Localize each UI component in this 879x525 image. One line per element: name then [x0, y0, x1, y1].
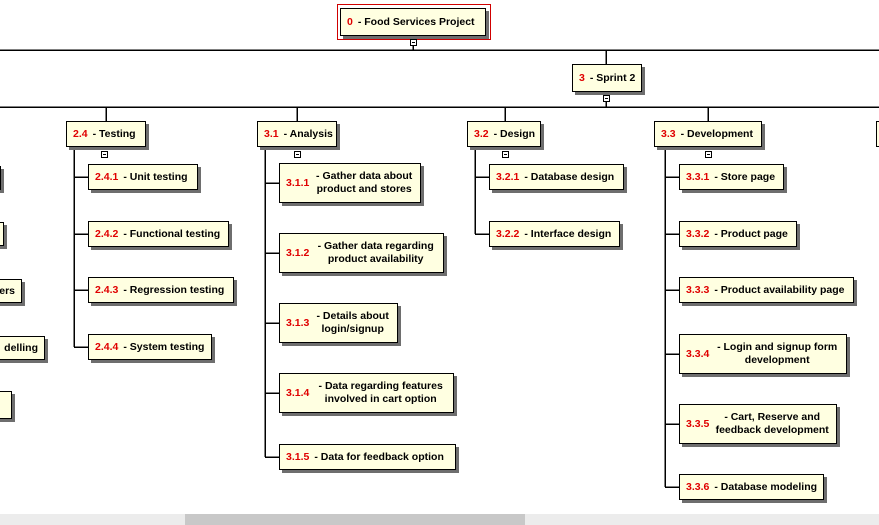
- node-label: - Development: [680, 127, 753, 140]
- node-number: 3.2.2: [496, 227, 520, 240]
- task-node-2-4-1[interactable]: 2.4.1 - Unit testing: [88, 164, 198, 190]
- node-number: 3: [579, 71, 585, 84]
- design-node[interactable]: 3.2 - Design: [467, 121, 541, 147]
- node-number: 2.4.4: [95, 340, 119, 353]
- node-label: - Unit testing: [123, 170, 188, 183]
- node-label: - Gather data regarding product availabi…: [317, 240, 434, 265]
- partial-node[interactable]: ffers: [0, 279, 22, 303]
- node-number: 3.2.1: [496, 170, 520, 183]
- collapse-icon[interactable]: [603, 95, 610, 102]
- node-label: - Cart, Reserve and feedback development: [715, 411, 829, 436]
- node-label: - Product page: [714, 227, 788, 240]
- task-node-3-3-3[interactable]: 3.3.3 - Product availability page: [679, 277, 854, 303]
- sprint-node[interactable]: 3 - Sprint 2: [572, 64, 642, 92]
- node-number: 3.1: [264, 127, 279, 140]
- task-node-3-2-2[interactable]: 3.2.2 - Interface design: [489, 221, 620, 247]
- task-node-2-4-4[interactable]: 2.4.4 - System testing: [88, 334, 212, 360]
- node-number: 2.4.2: [95, 227, 119, 240]
- task-node-3-3-1[interactable]: 3.3.1 - Store page: [679, 164, 784, 190]
- node-label: - Gather data about product and stores: [316, 170, 413, 195]
- partial-node[interactable]: e: [0, 222, 4, 246]
- development-node[interactable]: 3.3 - Development: [654, 121, 762, 147]
- node-label: - Login and signup form development: [717, 341, 838, 366]
- task-node-3-3-6[interactable]: 3.3.6 - Database modeling: [679, 474, 824, 500]
- collapse-icon[interactable]: [705, 151, 712, 158]
- node-number: 3.1.3: [286, 316, 310, 329]
- collapse-icon[interactable]: [410, 39, 417, 46]
- node-label: - Food Services Project: [357, 15, 475, 28]
- scrollbar-thumb[interactable]: [185, 514, 525, 525]
- node-label: - Sprint 2: [589, 71, 636, 84]
- node-label: - Store page: [714, 170, 776, 183]
- task-node-3-3-2[interactable]: 3.3.2 - Product page: [679, 221, 797, 247]
- collapse-icon[interactable]: [294, 151, 301, 158]
- node-number: 3.2: [474, 127, 489, 140]
- task-node-3-3-5[interactable]: 3.3.5 - Cart, Reserve and feedback devel…: [679, 404, 837, 444]
- node-number: 3.3.2: [686, 227, 710, 240]
- node-number: 3.3.5: [686, 417, 710, 430]
- node-label: - Analysis: [283, 127, 333, 140]
- node-number: 3.1.4: [286, 386, 310, 399]
- node-number: 3.1.5: [286, 450, 310, 463]
- collapse-icon[interactable]: [502, 151, 509, 158]
- collapse-icon[interactable]: [101, 151, 108, 158]
- node-label: - System testing: [123, 340, 205, 353]
- node-label: - Testing: [92, 127, 136, 140]
- node-number: 3.3.4: [686, 347, 710, 360]
- node-label: - Regression testing: [123, 283, 225, 296]
- partial-node[interactable]: delling: [0, 336, 45, 360]
- node-label: delling: [4, 341, 38, 354]
- node-number: 0: [347, 15, 353, 28]
- node-label: - Design: [493, 127, 536, 140]
- node-number: 3.3.3: [686, 283, 710, 296]
- task-node-3-1-4[interactable]: 3.1.4 - Data regarding features involved…: [279, 373, 454, 413]
- node-label: - Product availability page: [714, 283, 845, 296]
- node-label: - Data for feedback option: [314, 450, 444, 463]
- node-label: - Interface design: [524, 227, 612, 240]
- node-number: 2.4: [73, 127, 88, 140]
- task-node-3-1-1[interactable]: 3.1.1 - Gather data about product and st…: [279, 163, 421, 203]
- task-node-2-4-3[interactable]: 2.4.3 - Regression testing: [88, 277, 234, 303]
- node-label: - Database design: [524, 170, 615, 183]
- testing-node[interactable]: 2.4 - Testing: [66, 121, 146, 147]
- root-node[interactable]: 0 - Food Services Project: [340, 8, 486, 36]
- node-label: - Data regarding features involved in ca…: [318, 380, 443, 405]
- partial-node[interactable]: [0, 166, 1, 190]
- node-number: 3.3: [661, 127, 676, 140]
- node-number: 3.1.2: [286, 246, 310, 259]
- partial-node[interactable]: [0, 391, 12, 419]
- node-number: 2.4.1: [95, 170, 119, 183]
- task-node-3-3-4[interactable]: 3.3.4 - Login and signup form developmen…: [679, 334, 847, 374]
- task-node-3-1-2[interactable]: 3.1.2 - Gather data regarding product av…: [279, 233, 444, 273]
- task-node-3-2-1[interactable]: 3.2.1 - Database design: [489, 164, 624, 190]
- task-node-3-1-3[interactable]: 3.1.3 - Details about login/signup: [279, 303, 398, 343]
- task-node-2-4-2[interactable]: 2.4.2 - Functional testing: [88, 221, 229, 247]
- node-label: ffers: [0, 284, 15, 297]
- node-number: 3.3.6: [686, 480, 710, 493]
- node-number: 2.4.3: [95, 283, 119, 296]
- node-label: - Database modeling: [714, 480, 818, 493]
- node-label: - Functional testing: [123, 227, 221, 240]
- partial-node[interactable]: [876, 121, 879, 147]
- node-number: 3.3.1: [686, 170, 710, 183]
- task-node-3-1-5[interactable]: 3.1.5 - Data for feedback option: [279, 444, 456, 470]
- analysis-node[interactable]: 3.1 - Analysis: [257, 121, 337, 147]
- node-number: 3.1.1: [286, 176, 310, 189]
- node-label: - Details about login/signup: [316, 310, 389, 335]
